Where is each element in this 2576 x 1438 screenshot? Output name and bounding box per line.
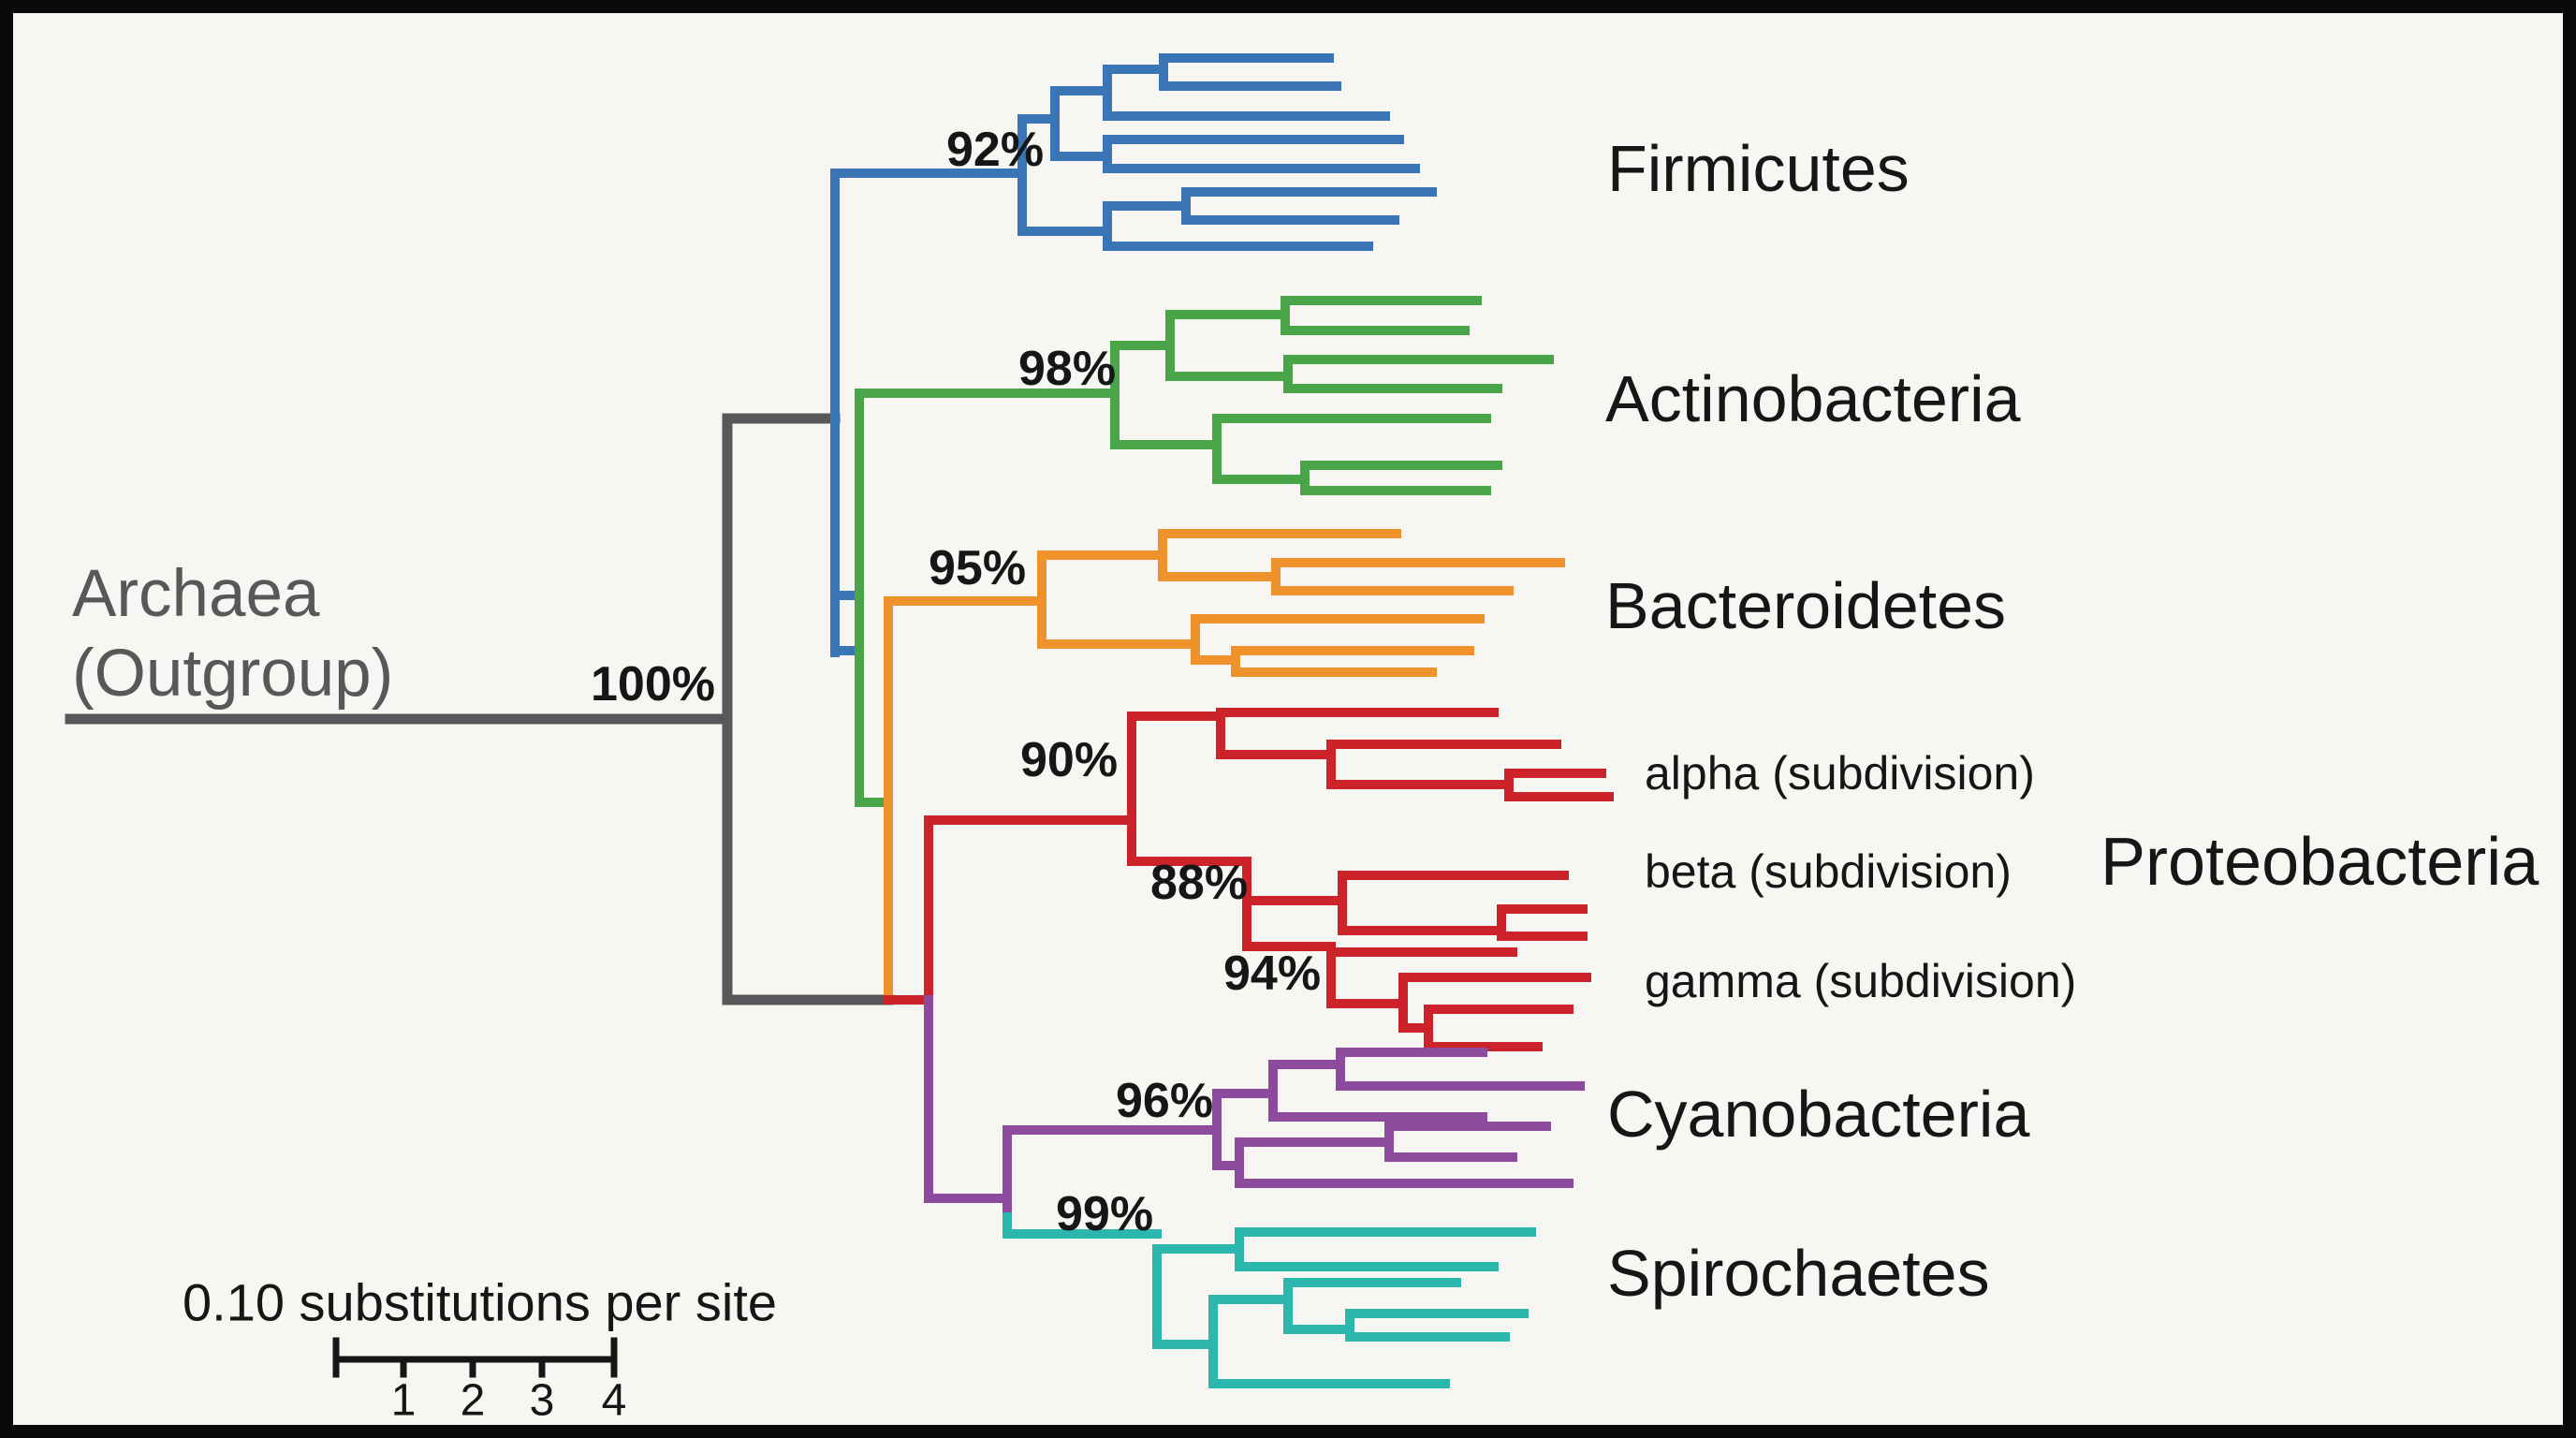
bootstrap-label-cyanobacteria: 96% (1116, 1074, 1214, 1128)
scale-tick-label-2: 2 (460, 1375, 486, 1426)
bootstrap-label-actinobacteria: 98% (1018, 342, 1117, 396)
scale-tick-label-3: 3 (529, 1375, 555, 1426)
bootstrap-label-beta: 88% (1150, 856, 1249, 910)
outgroup-label: Archaea (Outgroup) (72, 554, 393, 713)
clade-label-cyanobacteria: Cyanobacteria (1607, 1078, 2030, 1151)
bootstrap-label-root: 100% (591, 657, 715, 712)
clade-label-gamma: gamma (subdivision) (1645, 955, 2077, 1007)
bootstrap-label-bacteroidetes: 95% (929, 541, 1027, 595)
bootstrap-label-spirochaetes: 99% (1056, 1187, 1154, 1241)
clade-label-beta: beta (subdivision) (1645, 845, 2012, 898)
outgroup-label-line2: (Outgroup) (72, 637, 394, 712)
clade-label-alpha: alpha (subdivision) (1645, 747, 2035, 800)
scale-bar-label: 0.10 substitutions per site (183, 1272, 778, 1332)
bootstrap-label-proteobacteria: 90% (1020, 733, 1119, 787)
bootstrap-label-gamma: 94% (1223, 946, 1322, 1001)
clade-label-firmicutes: Firmicutes (1607, 132, 1910, 205)
bootstrap-label-firmicutes: 92% (946, 123, 1045, 177)
scale-tick-label-1: 1 (390, 1375, 417, 1426)
scale-tick-label-4: 4 (601, 1375, 627, 1426)
clade-label-actinobacteria: Actinobacteria (1605, 362, 2021, 435)
clade-label-spirochaetes: Spirochaetes (1607, 1237, 1990, 1310)
outgroup-label-line1: Archaea (72, 557, 320, 631)
clade-label-bacteroidetes: Bacteroidetes (1605, 569, 2007, 642)
clade-label-proteobacteria: Proteobacteria (2100, 825, 2539, 900)
